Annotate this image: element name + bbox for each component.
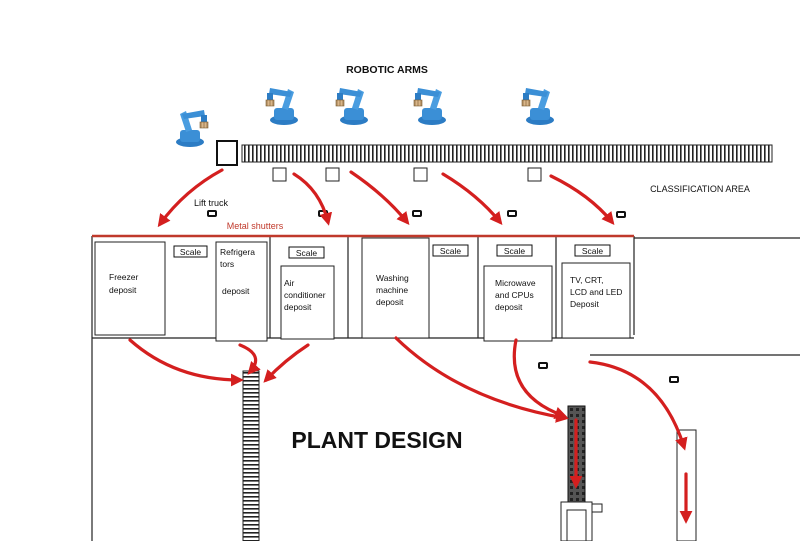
deposit-microwave-cpus [483, 265, 553, 342]
lift-truck-icon [669, 376, 679, 383]
deposit-label-tv-crt-lcd-led: TV, CRT, LCD and LED Deposit [570, 275, 625, 309]
flow-arrows [128, 168, 693, 524]
lift-truck-icon [507, 210, 517, 217]
robotic-arm-icon [335, 87, 369, 126]
deposit-air-conditioner [280, 265, 335, 340]
lift-truck-icon [538, 362, 548, 369]
robotic-arm-icon [265, 87, 299, 126]
lift-truck-icon [207, 210, 217, 217]
robotic-arms-title: ROBOTIC ARMS [346, 64, 428, 76]
conveyor-belt-icon [241, 144, 773, 163]
robotic-arm-icon [413, 87, 447, 126]
deposit-tv-crt-lcd-led [561, 262, 631, 339]
machine-base [560, 501, 603, 541]
scale-label: Scale [296, 248, 318, 258]
metal-shutters-label: Metal shutters [227, 221, 284, 231]
lift-truck-label: Lift truck [194, 198, 229, 208]
sorting-box [413, 167, 428, 182]
scale-label: Scale [504, 246, 526, 256]
deposit-freezer [94, 241, 166, 336]
sorting-box [527, 167, 542, 182]
scale-label: Scale [440, 246, 462, 256]
lift-truck-icon [616, 211, 626, 218]
robotic-arm-icon [521, 87, 555, 126]
scale-label: Scale [180, 247, 202, 257]
deposit-label-washing-machine: Washing machine deposit [376, 273, 411, 307]
plant-design-title: PLANT DESIGN [291, 427, 462, 453]
deposit-label-freezer: Freezer deposit [109, 272, 141, 295]
conveyor-belt-icon [242, 370, 260, 541]
deposit-label-refrigerators: Refrigera tors deposit [220, 247, 257, 296]
deposit-label-microwave-cpus: Microwave and CPUs deposit [495, 278, 538, 312]
scale-boxes: Scale Scale Scale Scale Scale [173, 244, 611, 259]
feed-box [216, 140, 238, 166]
lift-truck-icon [412, 210, 422, 217]
deposit-washing-machine [361, 237, 430, 339]
classification-area-label: CLASSIFICATION AREA [650, 184, 750, 194]
scale-label: Scale [582, 246, 604, 256]
deposit-refrigerators [215, 241, 268, 342]
sorting-box [325, 167, 340, 182]
sorting-box [272, 167, 287, 182]
robotic-arm-icon [175, 109, 209, 148]
deposit-label-air-conditioner: Air conditioner deposit [284, 278, 328, 312]
